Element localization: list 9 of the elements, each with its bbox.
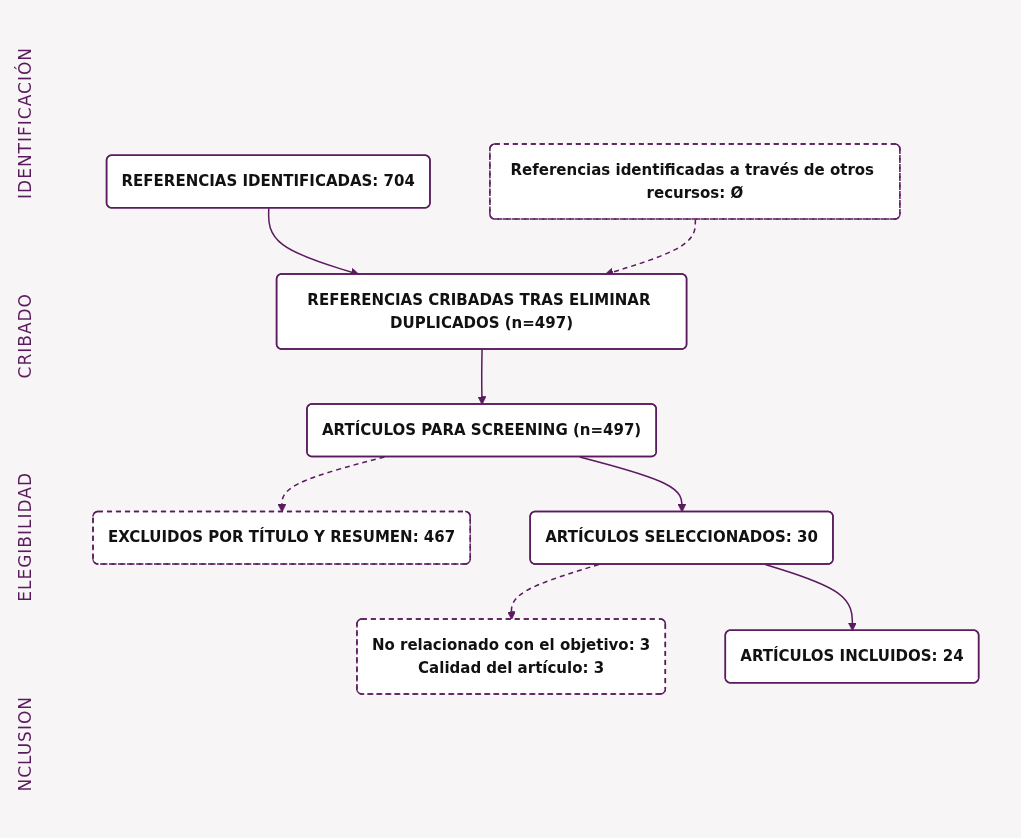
phase-label: ELEGIBILIDAD bbox=[15, 471, 35, 602]
arrow bbox=[506, 563, 600, 620]
arrow bbox=[764, 563, 857, 632]
phase-label: IDENTIFICACIÓN bbox=[15, 46, 35, 199]
phase-label: CRIBADO bbox=[15, 292, 35, 379]
arrow bbox=[578, 456, 686, 513]
phase-label: NCLUSION bbox=[15, 695, 35, 792]
arrow bbox=[477, 348, 486, 405]
arrow bbox=[277, 456, 385, 513]
